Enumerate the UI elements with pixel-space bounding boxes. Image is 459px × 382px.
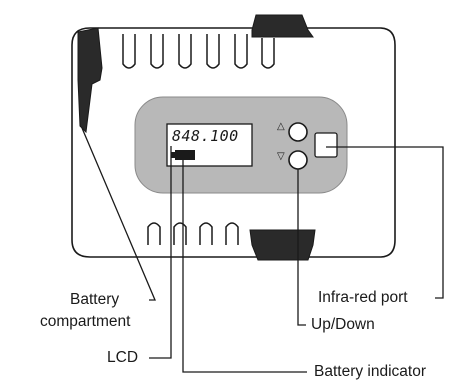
- label-infra-red-port: Infra-red port: [318, 289, 408, 306]
- lcd-leader: [149, 146, 172, 359]
- battery-compartment: [77, 27, 103, 134]
- bottom-connector: [249, 229, 316, 261]
- infra-red-port-leader: [326, 146, 444, 299]
- up-arrow-icon: △: [277, 121, 285, 132]
- label-battery-indicator: Battery indicator: [314, 363, 426, 380]
- battery-indicator-bar: [175, 150, 195, 160]
- callout-lines: [81, 127, 444, 373]
- bottom-grip-ribs: [147, 222, 239, 245]
- battery-compartment-leader: [81, 127, 156, 301]
- up-button[interactable]: [288, 122, 308, 142]
- label-battery-compartment-line1: Battery: [70, 291, 120, 308]
- down-arrow-icon: ▽: [277, 151, 285, 162]
- label-up-down: Up/Down: [311, 316, 375, 333]
- battery-indicator-cap: [171, 152, 175, 158]
- label-battery-compartment-line2: compartment: [40, 313, 131, 330]
- infra-red-port: [314, 132, 338, 158]
- up-down-leader: [297, 169, 306, 326]
- label-lcd: LCD: [107, 349, 139, 366]
- top-connector: [251, 14, 314, 38]
- top-grip-ribs: [122, 34, 275, 69]
- down-button[interactable]: [288, 150, 308, 170]
- battery-indicator-leader: [182, 158, 307, 373]
- lcd-reading: 848.100: [172, 127, 239, 145]
